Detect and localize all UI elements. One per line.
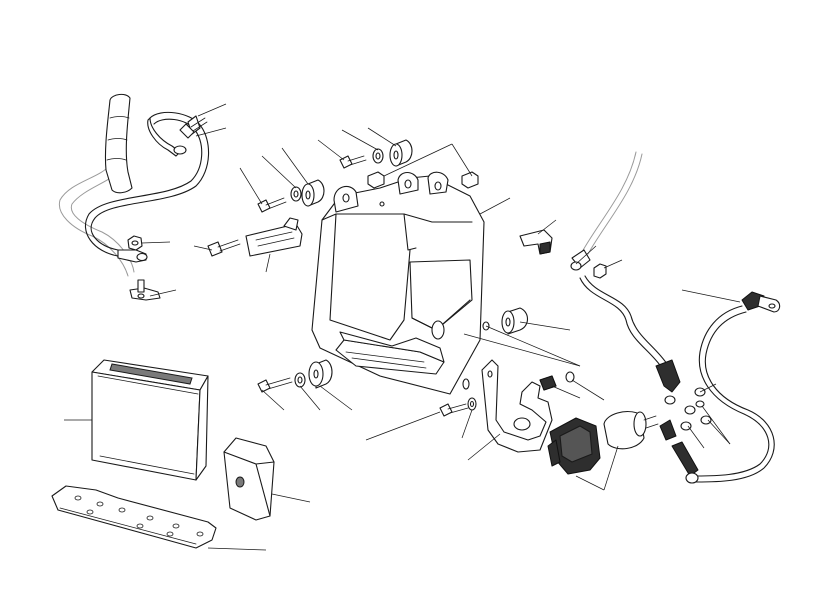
mount-bolts bbox=[207, 155, 469, 417]
rubber-block bbox=[223, 437, 275, 521]
rubber-spacers bbox=[301, 139, 479, 389]
rubber-bushing bbox=[501, 307, 529, 335]
leader-lines bbox=[64, 103, 741, 551]
battery-tray-bracket bbox=[311, 171, 490, 395]
battery-mat bbox=[51, 485, 217, 549]
washers bbox=[290, 148, 575, 411]
solenoid-cable bbox=[570, 151, 712, 431]
clamp-bracket bbox=[245, 217, 303, 257]
relay-rubber-holder bbox=[547, 417, 601, 475]
battery-cable-upper bbox=[58, 93, 210, 277]
cable-bolt bbox=[179, 115, 208, 139]
starter-relay bbox=[603, 411, 659, 450]
cable-nut bbox=[127, 235, 143, 251]
ground-terminal bbox=[129, 279, 161, 301]
small-clip bbox=[519, 229, 553, 255]
battery bbox=[91, 359, 209, 481]
relay-bracket bbox=[481, 359, 557, 453]
ground-cable bbox=[659, 291, 781, 484]
